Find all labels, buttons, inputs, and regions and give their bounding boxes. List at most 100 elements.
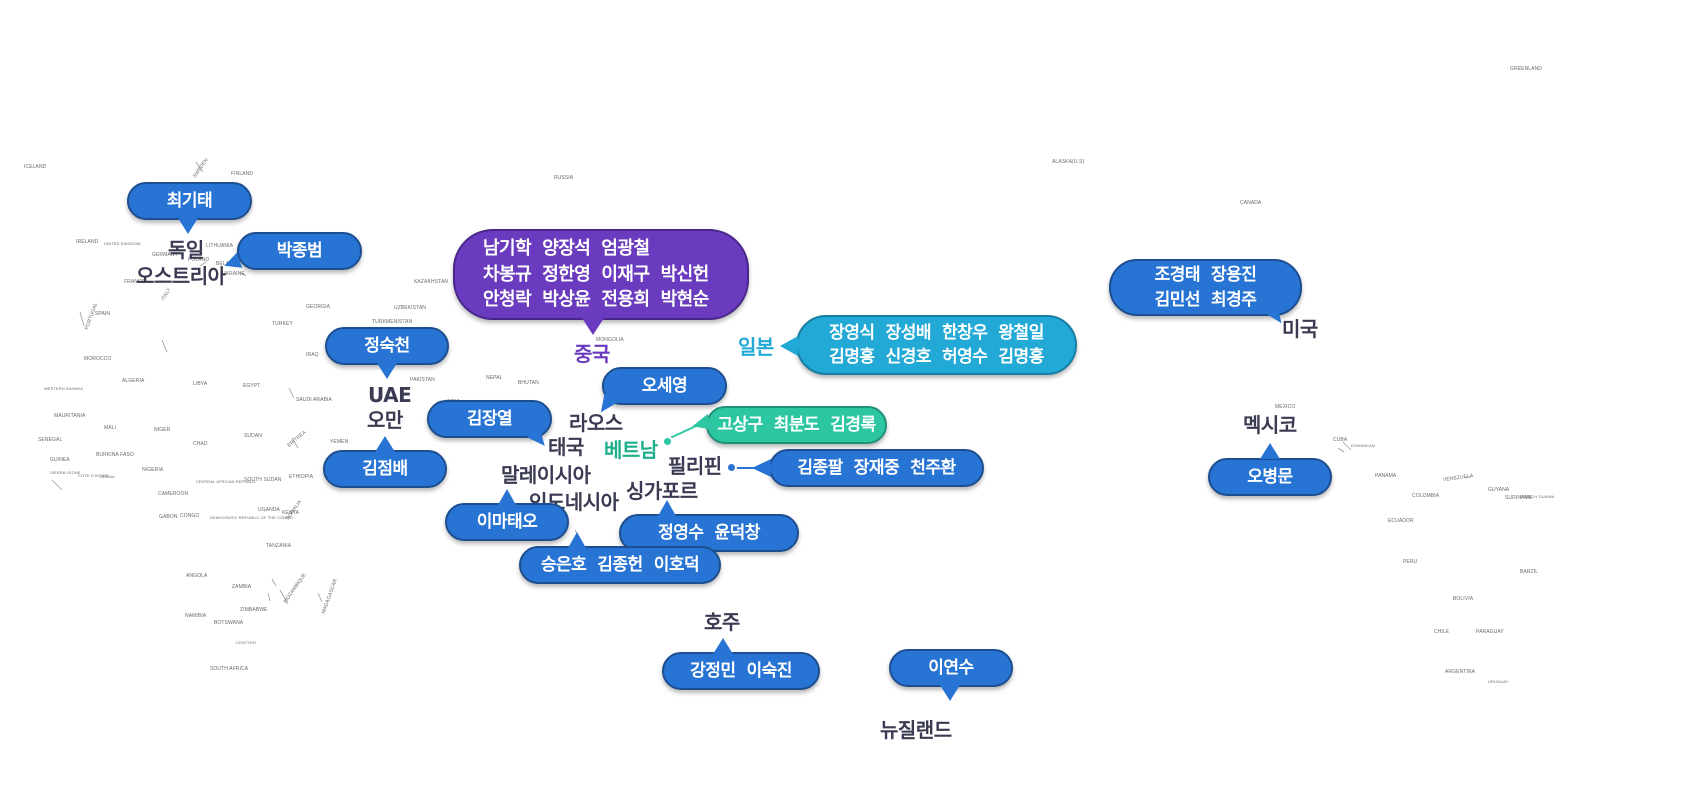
bubble-oman: 김점배: [323, 450, 447, 488]
person-name: 김종팔: [797, 457, 843, 478]
person-name: 김장열: [466, 408, 513, 429]
map-label: GABON: [159, 514, 178, 520]
map-label: IRELAND: [76, 239, 99, 245]
border-stroke: [199, 261, 207, 267]
map-label: MALI: [104, 425, 117, 431]
country-philippines: 필리핀: [668, 454, 722, 478]
bubble-mexico: 오병문: [1208, 458, 1332, 496]
person-name: 이호덕: [653, 554, 700, 575]
map-label: CAMEROON: [158, 491, 189, 497]
person-name: 김명홍: [998, 347, 1044, 367]
person-name: 정영수: [658, 522, 704, 543]
map-label: PAKISTAN: [410, 377, 435, 383]
country-japan: 일본: [738, 335, 774, 359]
map-label: ECUADOR: [1388, 518, 1414, 524]
map-label: SOUTH SUDAN: [244, 477, 282, 483]
map-label: SENEGAL: [38, 437, 63, 443]
bubble-philippines-tail: [752, 459, 771, 477]
person-name: 신경호: [885, 347, 932, 367]
person-name: 엄광철: [601, 238, 650, 260]
border-stroke: [51, 479, 63, 491]
map-label: EGYPT: [243, 383, 261, 389]
bubble-laos: 오세영: [602, 367, 727, 405]
person-name: 박상윤: [542, 289, 591, 311]
country-malaysia: 말레이시아: [501, 463, 591, 487]
map-label: BURKINA FASO: [96, 452, 134, 458]
person-name: 장성배: [885, 322, 932, 343]
country-vietnam: 베트남: [604, 438, 658, 462]
bubble-uae-tail: [377, 363, 397, 379]
map-label: FRANCE: [124, 279, 146, 285]
bubble-new-zealand-tail: [940, 685, 960, 701]
person-name: 장재중: [853, 457, 900, 478]
map-label: ALGERIA: [122, 378, 145, 384]
map-label: CANADA: [1240, 200, 1262, 206]
bubble-singapore: 정영수 윤덕창: [619, 514, 799, 552]
map-label: RUSSIA: [554, 175, 574, 181]
philippines-connector: [735, 467, 755, 469]
map-label: SPAIN: [95, 311, 111, 317]
map-label: KAZAKHSTAN: [414, 279, 448, 285]
map-label: ALASKA(U.S): [1052, 159, 1085, 165]
map-label: GREENLAND: [1510, 66, 1543, 72]
person-name: 천주환: [910, 457, 956, 478]
person-name: 정숙천: [364, 335, 410, 356]
person-name: 김민선: [1154, 289, 1201, 310]
map-label: MOROCCO: [84, 356, 112, 362]
map-label: UGANDA: [258, 507, 280, 513]
person-name: 윤덕창: [714, 522, 761, 543]
map-label: CUBA: [1333, 437, 1348, 443]
person-name: 최경주: [1211, 289, 1257, 310]
border-stroke: [239, 271, 247, 277]
map-label: COTE D'IVOIRE: [78, 473, 109, 478]
map-label: GUINEA: [50, 457, 70, 463]
person-name: 박현순: [660, 289, 710, 311]
bubble-oman-tail: [375, 436, 395, 452]
bubble-malaysia: 이마태오: [445, 503, 569, 541]
person-name: 박종범: [276, 240, 323, 261]
country-new-zealand: 뉴질랜드: [880, 718, 952, 742]
map-label: SURINAME: [1505, 495, 1533, 501]
map-label: MEXICO: [1275, 404, 1296, 410]
person-name: 김점배: [362, 458, 408, 479]
border-stroke: [1337, 447, 1345, 453]
map-label: LIBYA: [193, 381, 208, 387]
map-label: GEORGIA: [306, 304, 331, 310]
map-label: TURKMENISTAN: [372, 319, 413, 325]
bubble-china-tail: [582, 318, 604, 335]
bubble-australia-tail: [713, 638, 733, 654]
border-stroke: [1464, 475, 1473, 479]
person-name: 이재구: [601, 263, 650, 285]
border-stroke: [288, 387, 295, 399]
border-stroke: [195, 161, 204, 173]
person-name: 장영식: [829, 322, 875, 343]
border-stroke: [161, 339, 168, 353]
map-label: GERMANY: [152, 252, 178, 258]
person-name: 이숙진: [746, 660, 793, 681]
person-name: 김경록: [830, 414, 876, 435]
map-label: SOUTH AFRICA: [210, 666, 249, 672]
map-label: CHAD: [193, 441, 208, 447]
map-label: BARZIL: [1520, 569, 1539, 575]
map-label: NIGER: [154, 427, 171, 433]
country-laos: 라오스: [569, 411, 623, 435]
map-label: UNITED KINGDOM: [104, 241, 141, 246]
map-label: ZIMBABWE: [240, 607, 268, 613]
map-label: UKRAINE: [222, 271, 245, 277]
person-name: 이마태오: [476, 511, 538, 532]
map-label: BELARUS: [216, 261, 241, 267]
country-thailand: 태국: [548, 435, 584, 459]
map-label: COLOMBIA: [1412, 493, 1440, 499]
map-label: ARGENTINA: [1445, 669, 1476, 675]
map-label: ZAMBIA: [232, 584, 252, 590]
bubble-thailand: 김장열: [427, 400, 552, 438]
map-label: CONGO: [180, 513, 200, 519]
bubble-malaysia-tail: [498, 489, 516, 505]
country-singapore: 싱가포르: [626, 479, 698, 503]
country-austria: 오스트리아: [136, 264, 226, 288]
